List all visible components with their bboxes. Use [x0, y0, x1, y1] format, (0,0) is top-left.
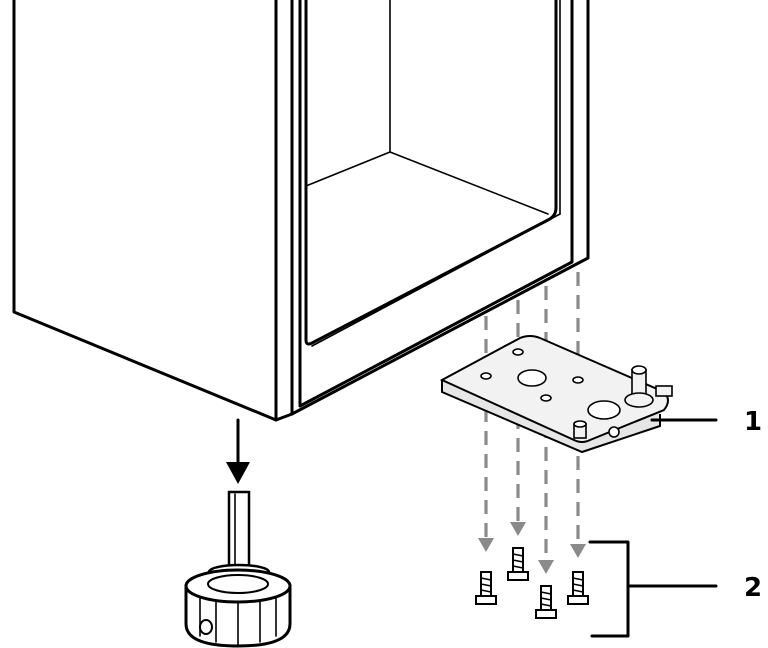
callout-1-label: 1: [744, 407, 762, 437]
screw: [475, 571, 497, 605]
callout-2-bracket: [588, 540, 630, 638]
leveling-foot: [184, 490, 292, 648]
screw: [567, 571, 589, 605]
callout-2: 2: [588, 540, 762, 638]
screw: [507, 547, 529, 581]
callout-2-label: 2: [744, 573, 762, 603]
arrow-down-icon: [226, 418, 250, 484]
hinge-plate: [439, 335, 673, 454]
screw: [535, 585, 557, 619]
cabinet: [12, 0, 590, 422]
screws: [475, 547, 589, 619]
callout-1: 1: [650, 407, 762, 437]
